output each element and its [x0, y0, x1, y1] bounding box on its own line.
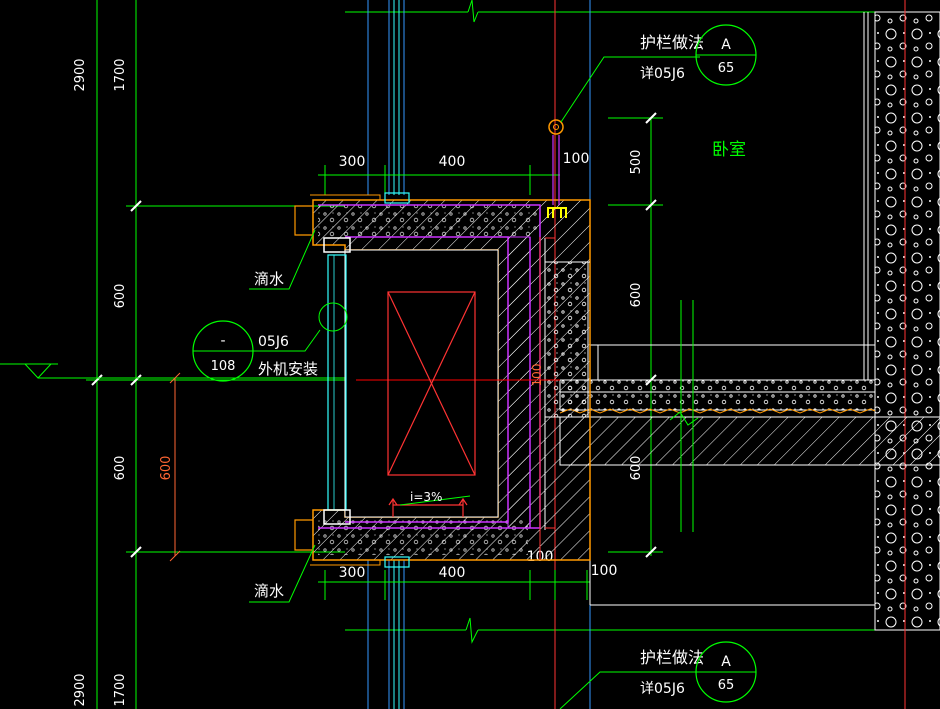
floor-waterproof: [559, 408, 876, 414]
drip-label-bottom: 滴水: [254, 582, 284, 600]
window-frame-lines: [367, 0, 405, 709]
railing-title-top: 护栏做法: [640, 33, 704, 52]
dim-top-2900: 2900: [73, 58, 88, 91]
bottom-dimension-line: [318, 570, 590, 600]
railing-leader-bottom: [559, 671, 700, 709]
dim-300-top: 300: [339, 154, 366, 170]
railing-post: [552, 135, 560, 205]
dimension-ticks-right: [645, 112, 657, 558]
drip-leader-bottom: [249, 544, 316, 603]
dim-inner-100: 100: [530, 364, 544, 387]
exterior-wall: [874, 11, 940, 631]
dim-400-top: 400: [439, 154, 466, 170]
railing-ref-bottom: 详05J6: [640, 681, 685, 697]
dim-bottom-2900: 2900: [73, 673, 88, 706]
railing-ref-top: 详05J6: [640, 66, 685, 82]
room-label-bedroom: 卧室: [712, 140, 746, 160]
red-dimension-600: [169, 372, 181, 562]
insulation-fill: [507, 236, 531, 529]
railing-bubble-bottom-letter: A: [721, 654, 731, 670]
ac-cavity: [344, 249, 499, 518]
dim-300-bottom: 300: [339, 565, 366, 581]
railing-bubble-top-num: 65: [718, 61, 735, 76]
slope-arrows: [388, 497, 468, 517]
right-dimension-line: [608, 117, 663, 556]
level-marker: [0, 363, 380, 379]
drip-edge-top: [294, 205, 313, 236]
dim-400-bottom: 400: [439, 565, 466, 581]
detail-bubble-top: -: [220, 333, 225, 349]
dimension-ticks-left: [91, 200, 142, 558]
slab-dots-bottom: [318, 517, 528, 555]
detail-bubble: - 108: [192, 320, 254, 382]
dim-right-600-upper: 600: [629, 283, 644, 308]
louver-bottom-cap: [323, 509, 351, 525]
parapet-column: [544, 261, 589, 418]
detail-circle: [318, 302, 348, 332]
drip-edge-bottom: [294, 519, 313, 551]
slab-break-line: [669, 300, 699, 532]
railing-anchor: [547, 207, 567, 218]
railing-bubble-top-letter: A: [721, 37, 731, 53]
dim-100-top: 100: [563, 151, 590, 167]
slope-label: i=3%: [410, 490, 442, 504]
detail-ref: 05J6: [258, 334, 289, 350]
drip-leader-top: [249, 229, 316, 290]
railing-bubble-bottom: A 65: [695, 641, 757, 703]
outdoor-unit-label: 外机安装: [258, 360, 318, 378]
drip-label-top: 滴水: [254, 270, 284, 288]
window-sill-bottom: [384, 556, 410, 568]
railing-handrail: [548, 119, 564, 135]
window-sill-top: [384, 192, 410, 204]
window-glass-lines: [393, 0, 400, 709]
louver-panel: [327, 254, 347, 511]
detail-leader: [253, 329, 321, 352]
slab-dots-top: [318, 205, 540, 240]
dim-bottom-1700: 1700: [113, 673, 128, 706]
dim-100-bottom-b: 100: [591, 563, 618, 579]
railing-bubble-bottom-num: 65: [718, 678, 735, 693]
railing-leader-top: [560, 56, 700, 123]
dim-top-1700: 1700: [113, 58, 128, 91]
dim-left-600-lower: 600: [113, 456, 128, 481]
railing-bubble-top: A 65: [695, 24, 757, 86]
detail-bubble-bottom: 108: [211, 359, 236, 374]
dim-red-600: 600: [159, 456, 174, 481]
floor-screed: [559, 379, 876, 411]
dim-right-500: 500: [629, 150, 644, 175]
railing-title-bottom: 护栏做法: [640, 648, 704, 667]
left-dimension-lines: [86, 0, 345, 709]
dim-left-600-upper: 600: [113, 284, 128, 309]
floor-slab-right: [559, 416, 940, 466]
louver-top-cap: [323, 237, 351, 253]
ac-unit: [387, 291, 476, 476]
